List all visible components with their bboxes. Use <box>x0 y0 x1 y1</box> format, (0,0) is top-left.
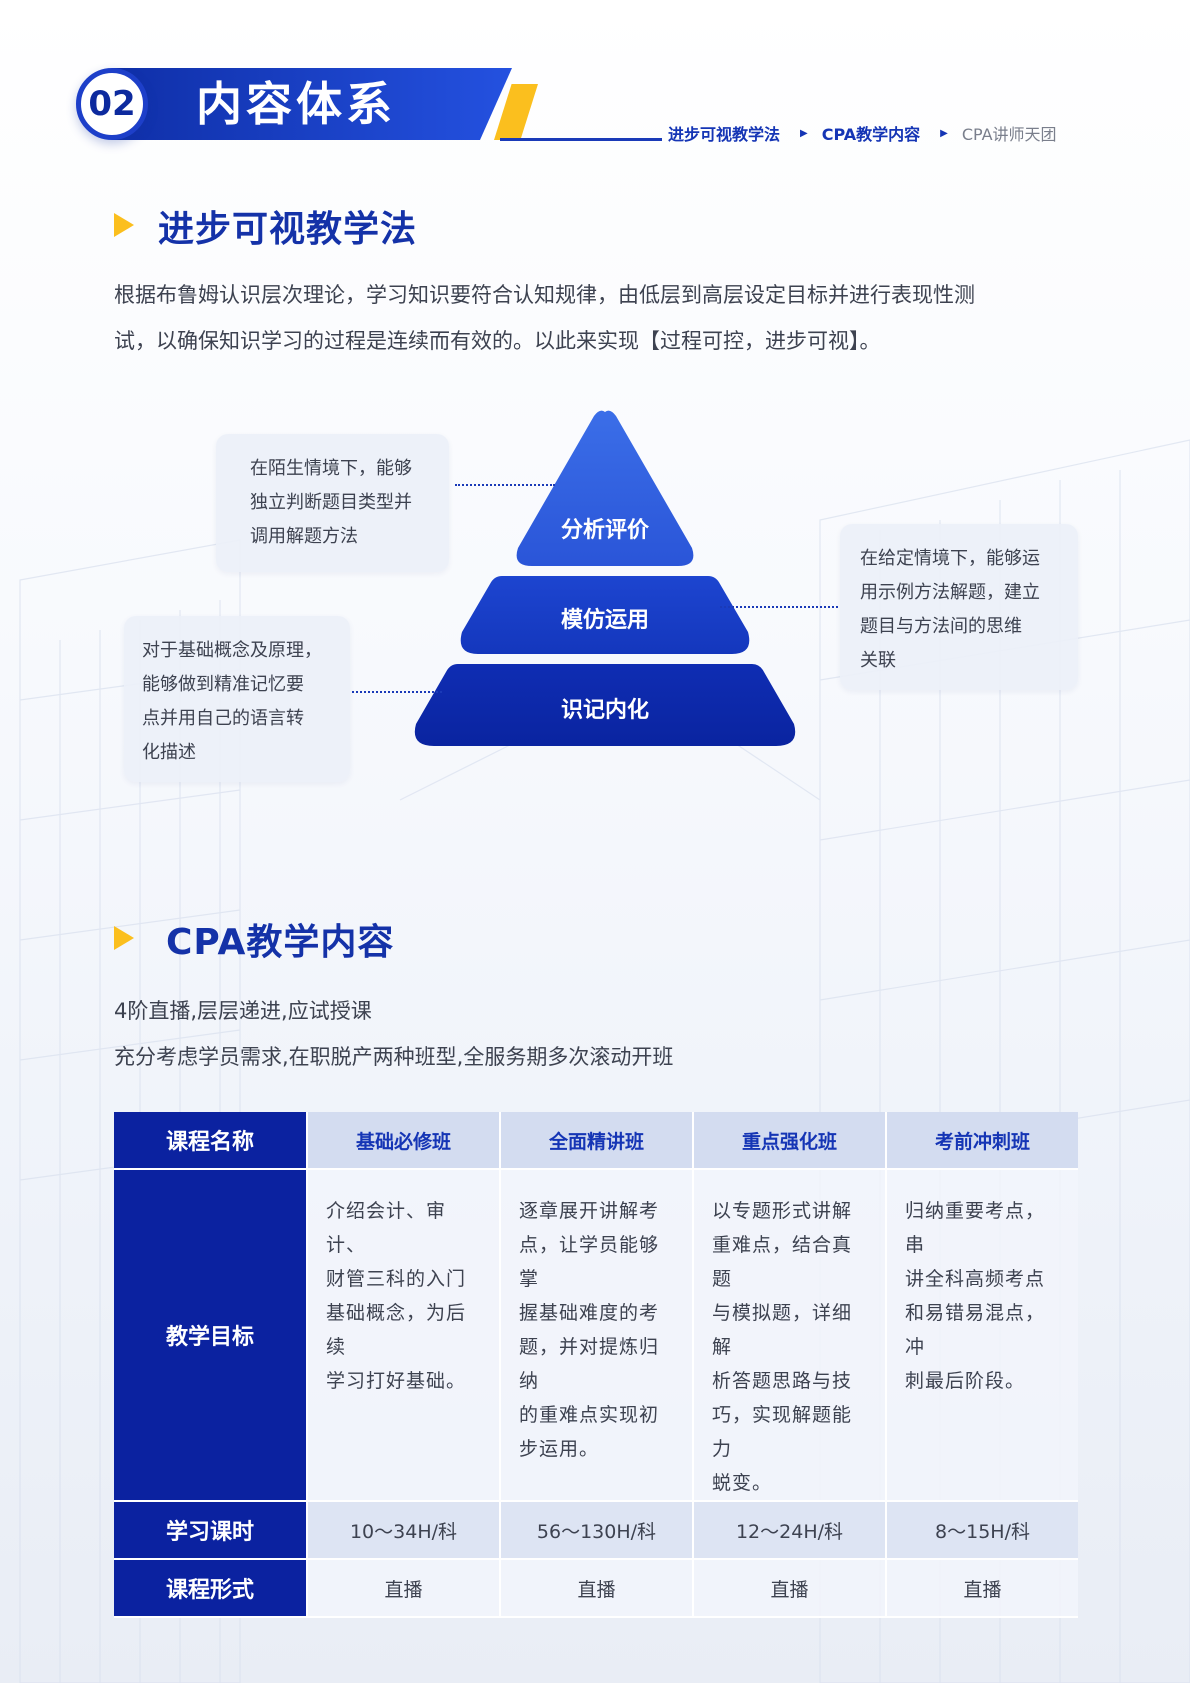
breadcrumb: 进步可视教学法 ▶ CPA教学内容 ▶ CPA讲师天团 <box>668 121 1057 145</box>
section-title-method: 进步可视教学法 <box>158 209 418 250</box>
method-description-line: 试，以确保知识学习的过程是连续而有效的。以此来实现【过程可控，进步可视】。 <box>114 329 881 353</box>
breadcrumb-item-teachers[interactable]: CPA讲师天团 <box>961 125 1057 144</box>
pyramid-label-bottom: 识记内化 <box>560 698 649 723</box>
goal-line: 重难点，结合真题 <box>712 1234 853 1290</box>
content-description-line: 充分考虑学员需求,在职脱产两种班型,全服务期多次滚动开班 <box>114 1045 674 1069</box>
pyramid-label-top: 分析评价 <box>560 518 649 543</box>
goal-line: 归纳重要考点，串 <box>905 1200 1046 1256</box>
pyramid-level-top <box>516 410 694 566</box>
pyramid-level-bottom <box>414 664 796 746</box>
breadcrumb-item-content[interactable]: CPA教学内容 <box>821 125 921 144</box>
card-text-line: 独立判断题目类型并 <box>250 492 412 513</box>
table-header-row: 课程名称 基础必修班 全面精讲班 重点强化班 考前冲刺班 <box>114 1112 1078 1170</box>
connector-line <box>352 691 442 693</box>
goal-line: 步运用。 <box>519 1438 600 1460</box>
format-cell-basic: 直播 <box>306 1560 499 1618</box>
goal-line: 基础概念，为后续 <box>326 1302 467 1358</box>
method-description-line: 根据布鲁姆认识层次理论，学习知识要符合认知规律，由低层到高层设定目标并进行表现性… <box>114 283 975 307</box>
learning-pyramid <box>414 410 796 746</box>
goal-line: 逐章展开讲解考 <box>519 1200 660 1222</box>
pyramid-level-middle <box>460 576 750 654</box>
goal-cell-comprehensive: 逐章展开讲解考 点，让学员能够掌 握基础难度的考 题，并对提炼归纳 的重难点实现… <box>499 1170 692 1502</box>
section-marker-icon <box>114 926 134 950</box>
section-number: 02 <box>88 84 136 124</box>
section-title-content: CPA教学内容 <box>166 922 395 963</box>
table-row-format: 课程形式 直播 直播 直播 直播 <box>114 1560 1078 1618</box>
goal-line: 和易错易混点，冲 <box>905 1302 1046 1358</box>
format-cell-sprint: 直播 <box>885 1560 1078 1618</box>
table-row-hours: 学习课时 10～34H/科 56～130H/科 12～24H/科 8～15H/科 <box>114 1502 1078 1560</box>
hours-cell-sprint: 8～15H/科 <box>885 1502 1078 1560</box>
column-header-intensive: 重点强化班 <box>692 1112 885 1170</box>
goal-line: 题，并对提炼归纳 <box>519 1336 660 1392</box>
goal-cell-basic: 介绍会计、审计、 财管三科的入门 基础概念，为后续 学习打好基础。 <box>306 1170 499 1502</box>
goal-line: 析答题思路与技 <box>712 1370 853 1392</box>
pyramid-label-middle: 模仿运用 <box>560 608 649 633</box>
card-application-level: 在给定情境下，能够运 用示例方法解题，建立 题目与方法间的思维 关联 <box>840 524 1078 690</box>
column-header-basic: 基础必修班 <box>306 1112 499 1170</box>
card-text-line: 点并用自己的语言转 <box>142 708 304 729</box>
section-marker-icon <box>114 213 134 237</box>
section-number-badge: 02 <box>76 68 148 140</box>
goal-line: 与模拟题，详细解 <box>712 1302 853 1358</box>
card-text-line: 能够做到精准记忆要 <box>142 674 304 695</box>
goal-line: 以专题形式讲解 <box>712 1200 853 1222</box>
card-text-line: 调用解题方法 <box>250 526 358 547</box>
goal-cell-sprint: 归纳重要考点，串 讲全科高频考点 和易错易混点，冲 刺最后阶段。 <box>885 1170 1078 1502</box>
goal-line: 财管三科的入门 <box>326 1268 467 1290</box>
column-header-sprint: 考前冲刺班 <box>885 1112 1078 1170</box>
goal-line: 刺最后阶段。 <box>905 1370 1026 1392</box>
content-description: 4阶直播,层层递进,应试授课 充分考虑学员需求,在职脱产两种班型,全服务期多次滚… <box>114 988 1074 1080</box>
card-text-line: 在陌生情境下，能够 <box>250 458 412 479</box>
card-text-line: 题目与方法间的思维 <box>860 616 1022 637</box>
goal-line: 讲全科高频考点 <box>905 1268 1046 1290</box>
goal-line: 介绍会计、审计、 <box>326 1200 447 1256</box>
format-cell-comprehensive: 直播 <box>499 1560 692 1618</box>
triangle-right-icon: ▶ <box>940 127 948 139</box>
row-label-course-name: 课程名称 <box>114 1112 306 1170</box>
connector-line <box>720 606 838 608</box>
goal-line: 学习打好基础。 <box>326 1370 467 1392</box>
content-description-line: 4阶直播,层层递进,应试授课 <box>114 999 372 1023</box>
card-text-line: 关联 <box>860 650 896 671</box>
row-label-format: 课程形式 <box>114 1560 306 1618</box>
hours-cell-intensive: 12～24H/科 <box>692 1502 885 1560</box>
breadcrumb-item-method[interactable]: 进步可视教学法 <box>668 125 781 144</box>
header-title-banner <box>112 68 512 140</box>
goal-line: 巧，实现解题能力 <box>712 1404 853 1460</box>
card-text-line: 在给定情境下，能够运 <box>860 548 1040 569</box>
row-label-hours: 学习课时 <box>114 1502 306 1560</box>
page-title: 内容体系 <box>196 77 396 131</box>
column-header-comprehensive: 全面精讲班 <box>499 1112 692 1170</box>
header-underline <box>500 138 662 141</box>
triangle-right-icon: ▶ <box>800 127 808 139</box>
goal-line: 握基础难度的考 <box>519 1302 660 1324</box>
goal-line: 点，让学员能够掌 <box>519 1234 660 1290</box>
hours-cell-comprehensive: 56～130H/科 <box>499 1502 692 1560</box>
row-label-goals: 教学目标 <box>114 1170 306 1502</box>
format-cell-intensive: 直播 <box>692 1560 885 1618</box>
course-table: 课程名称 基础必修班 全面精讲班 重点强化班 考前冲刺班 教学目标 介绍会计、审… <box>114 1112 1078 1618</box>
connector-line <box>455 484 555 486</box>
card-text-line: 用示例方法解题，建立 <box>860 582 1040 603</box>
hours-cell-basic: 10～34H/科 <box>306 1502 499 1560</box>
card-text-line: 对于基础概念及原理， <box>142 640 322 661</box>
goal-cell-intensive: 以专题形式讲解 重难点，结合真题 与模拟题，详细解 析答题思路与技 巧，实现解题… <box>692 1170 885 1502</box>
goal-line: 的重难点实现初 <box>519 1404 660 1426</box>
card-text-line: 化描述 <box>142 742 196 763</box>
card-memorization-level: 对于基础概念及原理， 能够做到精准记忆要 点并用自己的语言转 化描述 <box>124 616 350 782</box>
card-analysis-level: 在陌生情境下，能够 独立判断题目类型并 调用解题方法 <box>216 434 449 572</box>
method-description: 根据布鲁姆认识层次理论，学习知识要符合认知规律，由低层到高层设定目标并进行表现性… <box>114 272 1084 364</box>
table-row-goals: 教学目标 介绍会计、审计、 财管三科的入门 基础概念，为后续 学习打好基础。 逐… <box>114 1170 1078 1502</box>
goal-line: 蜕变。 <box>712 1472 773 1494</box>
